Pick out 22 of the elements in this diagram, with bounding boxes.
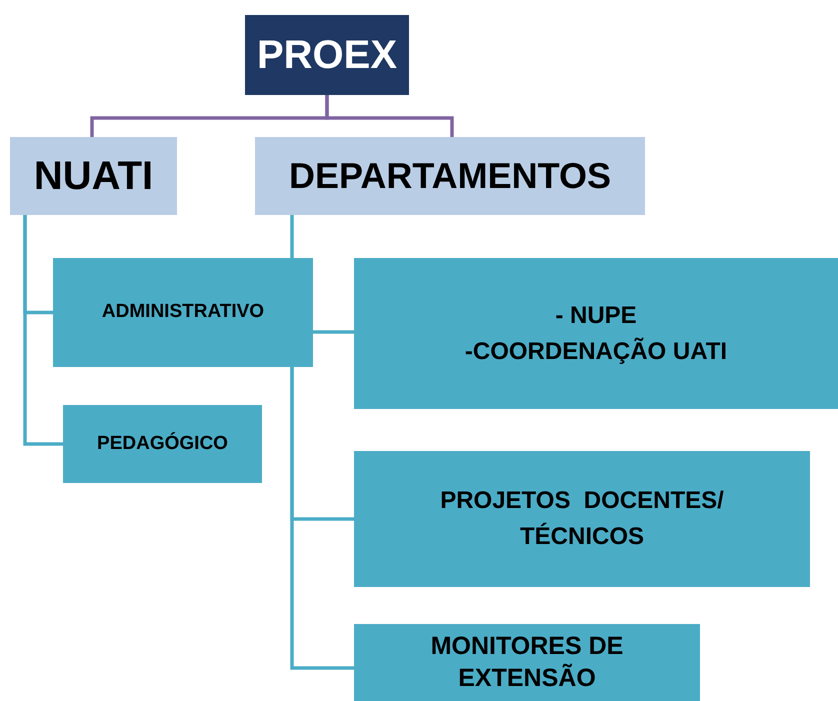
unit-box: [354, 451, 810, 587]
box-label: DEPARTAMENTOS: [288, 154, 611, 198]
box-label: ADMINISTRATIVO: [102, 300, 264, 324]
connector-line: [290, 215, 294, 258]
connector-line: [23, 215, 63, 446]
unit-box: [53, 258, 313, 367]
group-box: [255, 137, 645, 215]
box-label: - NUPE: [555, 300, 637, 330]
group-box: [10, 137, 177, 215]
box-label: PROJETOS DOCENTES/ TÉCNICOS: [439, 486, 725, 552]
box-label: MONITORES DE EXTENSÃO: [430, 631, 624, 694]
unit-box: [63, 405, 262, 483]
box-label: PEDAGÓGICO: [97, 431, 228, 456]
connector-line: [325, 95, 454, 137]
box-label: NUATI: [34, 153, 154, 200]
connector-line: [313, 330, 354, 334]
title-box: [245, 15, 409, 95]
connector-line: [290, 367, 354, 670]
box-label: PROEX: [256, 32, 398, 79]
unit-box: [354, 258, 838, 409]
unit-box: [354, 624, 700, 701]
box-label: -COORDENAÇÃO UATI: [464, 336, 728, 366]
